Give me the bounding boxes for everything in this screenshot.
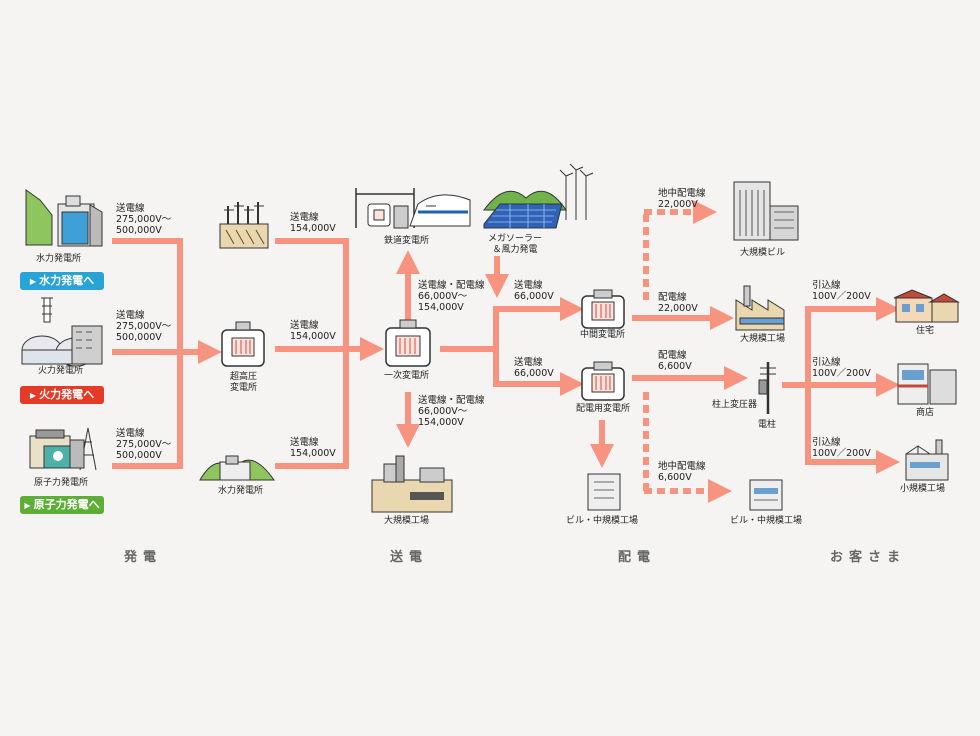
play-triangle-icon: ▶ bbox=[29, 277, 37, 286]
mid-building-left-caption: ビル・中規模工場 bbox=[566, 516, 639, 526]
hydro2-line-label: 送電線 154,000V bbox=[290, 437, 336, 459]
mega-solar-icon bbox=[483, 163, 594, 229]
plant-towers-icon bbox=[219, 202, 269, 249]
utility-pole-caption: 電柱 bbox=[758, 420, 777, 430]
intermediate-in-label: 送電線 66,000V bbox=[514, 280, 554, 302]
large-factory-icon-transmission bbox=[371, 455, 453, 513]
mega-solar-caption: メガソーラー ＆風力発電 bbox=[488, 234, 543, 255]
hydro-line-label: 送電線 275,000V～ 500,000V bbox=[116, 203, 172, 236]
play-triangle-icon: ▶ bbox=[24, 501, 31, 510]
hydro-plant-icon bbox=[25, 189, 103, 247]
railway-substation-icon bbox=[355, 188, 471, 229]
utility-pole-icon bbox=[758, 362, 776, 414]
section-transmission: 送電 bbox=[390, 550, 429, 565]
large-building-icon bbox=[733, 181, 799, 241]
mid-building-left-icon bbox=[587, 473, 621, 511]
nuclear-power-button-label: 原子力発電へ bbox=[33, 498, 100, 511]
hydro-power-button[interactable]: ▶水力発電へ bbox=[20, 272, 104, 290]
flow-arrows bbox=[112, 238, 900, 474]
up-line-label: 送電線・配電線 66,000V～ 154,000V bbox=[418, 280, 485, 313]
nuclear-line-label: 送電線 275,000V～ 500,000V bbox=[116, 428, 172, 461]
underground-upper-label: 地中配電線 22,000V bbox=[658, 188, 706, 210]
overhead-6600-label: 配電線 6,600V bbox=[658, 350, 692, 372]
ultra-high-substation-icon bbox=[221, 321, 265, 367]
nuclear-power-button[interactable]: ▶原子力発電へ bbox=[20, 496, 104, 514]
hydro-plant-caption: 水力発電所 bbox=[36, 254, 82, 264]
intermediate-substation-caption: 中間変電所 bbox=[580, 330, 626, 340]
play-triangle-icon: ▶ bbox=[29, 391, 37, 400]
intermediate-substation-icon bbox=[581, 289, 625, 329]
house-caption: 住宅 bbox=[916, 326, 935, 336]
thermal-plant-caption: 火力発電所 bbox=[38, 366, 84, 376]
house-line-label: 引込線 100V／200V bbox=[812, 280, 871, 302]
shop-icon bbox=[897, 363, 957, 405]
plant-line-label: 送電線 154,000V bbox=[290, 212, 336, 234]
nuclear-plant-icon bbox=[29, 427, 97, 471]
small-hydro-plant-caption: 水力発電所 bbox=[218, 486, 264, 496]
ultra-line-label: 送電線 154,000V bbox=[290, 320, 336, 342]
large-factory-customer-caption: 大規模工場 bbox=[740, 334, 786, 344]
large-building-caption: 大規模ビル bbox=[740, 248, 786, 258]
house-icon bbox=[893, 289, 960, 323]
small-factory-icon bbox=[905, 439, 949, 481]
underground-arrows bbox=[643, 200, 732, 503]
distribution-substation-caption: 配電用変電所 bbox=[576, 404, 631, 414]
thermal-plant-icon bbox=[21, 297, 103, 367]
distribution-substation-icon bbox=[581, 361, 625, 401]
nuclear-plant-caption: 原子力発電所 bbox=[34, 478, 89, 488]
large-factory-icon-distribution bbox=[735, 285, 785, 331]
underground-lower-label: 地中配電線 6,600V bbox=[658, 461, 706, 483]
small-factory-line-label: 引込線 100V／200V bbox=[812, 437, 871, 459]
small-factory-caption: 小規模工場 bbox=[900, 484, 946, 494]
small-hydro-plant-icon bbox=[199, 455, 275, 481]
railway-substation-caption: 鉄道変電所 bbox=[384, 236, 430, 246]
hydro-power-button-label: 水力発電へ bbox=[39, 274, 95, 287]
thermal-line-label: 送電線 275,000V～ 500,000V bbox=[116, 310, 172, 343]
large-factory-transmission-caption: 大規模工場 bbox=[384, 516, 430, 526]
pole-transformer-caption: 柱上変圧器 bbox=[712, 400, 758, 410]
section-distribution: 配電 bbox=[618, 550, 657, 565]
distribution-in-label: 送電線 66,000V bbox=[514, 357, 554, 379]
thermal-power-button-label: 火力発電へ bbox=[39, 388, 95, 401]
shop-caption: 商店 bbox=[916, 408, 935, 418]
mid-building-right-caption: ビル・中規模工場 bbox=[730, 516, 803, 526]
primary-substation-icon bbox=[385, 319, 431, 367]
ultra-high-substation-caption: 超高圧 変電所 bbox=[230, 372, 258, 393]
down-line-label: 送電線・配電線 66,000V～ 154,000V bbox=[418, 395, 485, 428]
overhead-22kv-label: 配電線 22,000V bbox=[658, 292, 698, 314]
section-customers: お客さま bbox=[830, 550, 907, 565]
thermal-power-button[interactable]: ▶火力発電へ bbox=[20, 386, 104, 404]
mid-building-right-icon bbox=[749, 479, 783, 511]
primary-substation-caption: 一次変電所 bbox=[384, 371, 430, 381]
section-generation: 発電 bbox=[124, 550, 163, 565]
shop-line-label: 引込線 100V／200V bbox=[812, 357, 871, 379]
